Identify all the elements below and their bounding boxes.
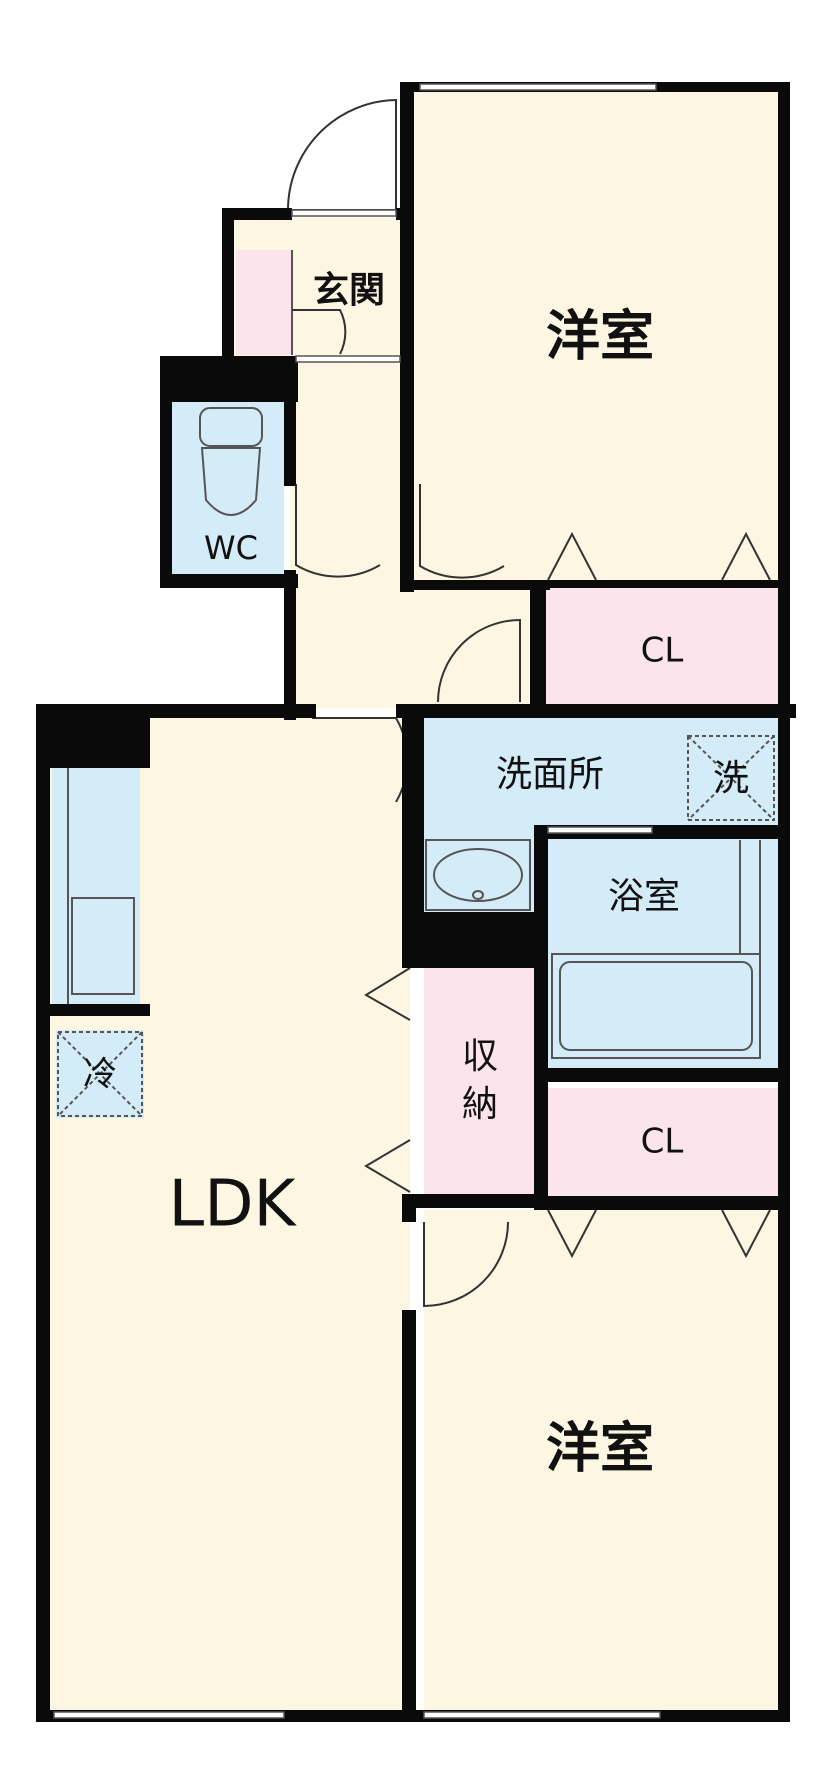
- wash-basin-drain: [472, 890, 484, 900]
- label-entrance: 玄関: [313, 270, 385, 311]
- wall: [160, 574, 298, 588]
- room-toilet-floor: [172, 402, 284, 574]
- room-washroom-floor: [424, 718, 782, 825]
- label-western-bottom: 洋室: [546, 1417, 654, 1480]
- label-fridge: 冷: [83, 1055, 117, 1095]
- room-closet-bottom-floor: [548, 1088, 782, 1200]
- label-storage-bottom: 納: [462, 1084, 498, 1125]
- hallway-door[interactable]: [437, 618, 521, 703]
- label-western-top: 洋室: [546, 305, 654, 368]
- window-bottom: [423, 1711, 661, 1719]
- wall: [284, 356, 296, 486]
- window-top: [419, 83, 657, 91]
- wall: [534, 1068, 790, 1082]
- room-closet-top-floor: [546, 586, 782, 704]
- fridge-outline: [57, 1031, 143, 1117]
- room-labels: 洋室 玄関 WC CL 洗面所 洗 浴室 収 納 CL 冷 LDK 洋室: [83, 270, 749, 1480]
- doors: [286, 98, 771, 1308]
- wall: [534, 1196, 790, 1210]
- shoe-cabinet: [236, 250, 292, 355]
- wash-basin-counter: [425, 839, 531, 911]
- hallway-floor: [290, 358, 412, 708]
- wash-basin-bowl: [433, 848, 523, 902]
- closet-bottom-door-left[interactable]: [547, 1209, 597, 1259]
- washer-x-1: [687, 735, 775, 821]
- wall: [546, 580, 780, 588]
- room-western-bottom-floor: [424, 1210, 782, 1718]
- kitchen-sink: [71, 897, 135, 995]
- wall: [160, 356, 172, 588]
- hall-threshold: [295, 355, 401, 363]
- label-closet-bottom: CL: [641, 1122, 684, 1162]
- kitchen-counter: [52, 768, 140, 1006]
- bath-opening: [547, 826, 653, 834]
- wall: [400, 82, 414, 592]
- toilet-bowl: [200, 447, 262, 516]
- wall: [402, 704, 424, 966]
- label-washer: 洗: [713, 758, 749, 799]
- wall: [402, 912, 548, 968]
- label-bathroom: 浴室: [608, 876, 680, 917]
- wall: [160, 356, 298, 402]
- wall: [222, 208, 234, 358]
- storage-door-upper[interactable]: [364, 967, 411, 1021]
- entrance-inner-door: [292, 309, 347, 355]
- western-top-door[interactable]: [419, 484, 505, 579]
- bathtub-inner: [559, 961, 753, 1051]
- wall: [36, 704, 50, 1722]
- label-washroom: 洗面所: [496, 754, 604, 795]
- toilet-door[interactable]: [295, 484, 381, 578]
- toilet-tank: [199, 407, 263, 447]
- wall: [402, 1194, 548, 1208]
- label-closet-top: CL: [641, 631, 684, 671]
- washer-outline: [687, 735, 775, 821]
- wall: [534, 825, 548, 1205]
- wall: [402, 1310, 416, 1722]
- floor-fills: [48, 89, 782, 1718]
- wall: [222, 208, 292, 220]
- wall: [36, 704, 316, 718]
- closet-top-door-right[interactable]: [721, 531, 771, 581]
- storage-door-lower[interactable]: [364, 1139, 411, 1193]
- washer-x-2: [687, 735, 775, 821]
- label-ldk: LDK: [169, 1168, 298, 1242]
- room-storage-floor: [424, 965, 534, 1195]
- entrance-threshold: [291, 209, 397, 217]
- fridge-x-2: [57, 1031, 143, 1117]
- room-western-top-floor: [412, 89, 782, 586]
- wall: [530, 580, 546, 708]
- hallway-floor-2: [412, 586, 532, 708]
- closet-bottom-door-right[interactable]: [721, 1209, 771, 1259]
- wall: [400, 580, 550, 590]
- wall: [396, 704, 796, 718]
- label-toilet: WC: [204, 529, 258, 567]
- entrance-door: [286, 98, 397, 211]
- window-ldk: [53, 1711, 285, 1719]
- wall: [284, 570, 296, 720]
- windows: [53, 83, 661, 1719]
- fixtures: [57, 250, 775, 1117]
- wall: [778, 82, 790, 1722]
- wall: [36, 1004, 150, 1016]
- wall: [396, 208, 412, 220]
- closet-top-door-left[interactable]: [547, 531, 597, 581]
- western-bottom-door[interactable]: [423, 1221, 509, 1308]
- label-storage-top: 収: [462, 1036, 498, 1077]
